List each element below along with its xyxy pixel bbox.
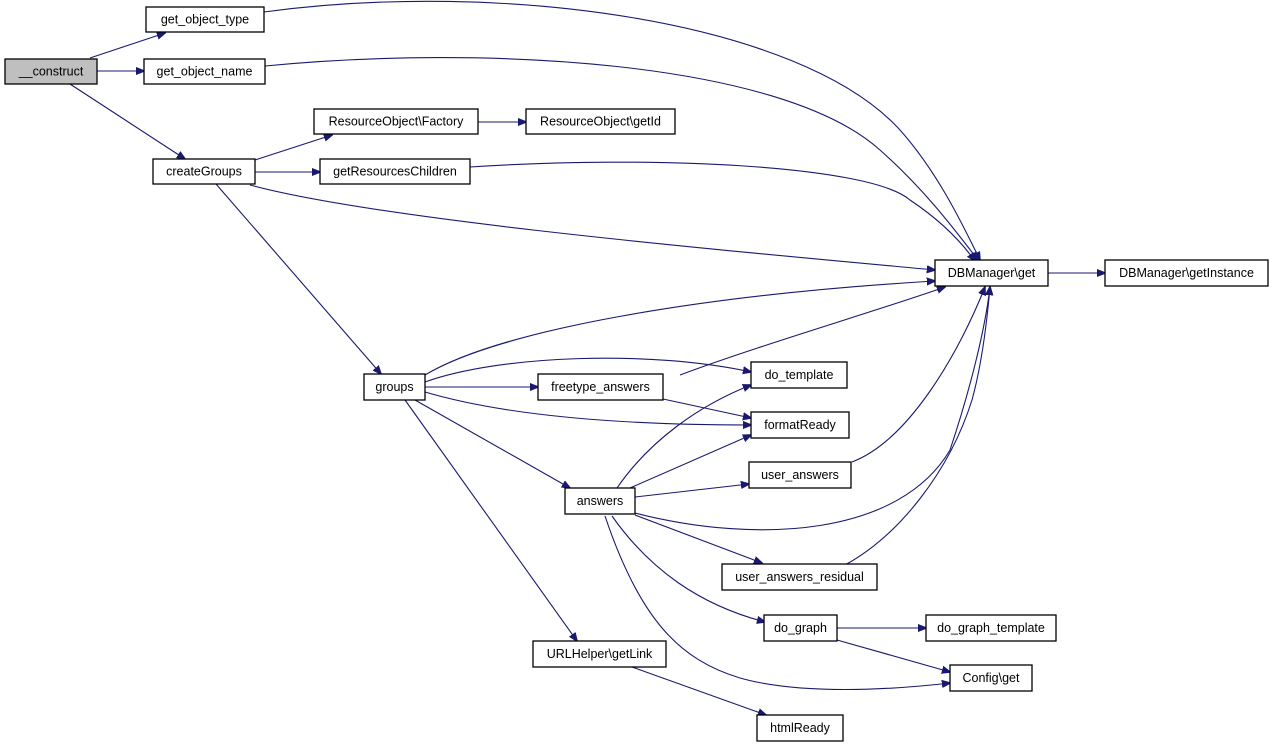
node-create-groups[interactable]: createGroups — [152, 158, 256, 185]
edge-answers-do_graph — [611, 515, 765, 622]
node-get-object-name[interactable]: get_object_name — [143, 58, 266, 85]
edge-freetype_answers-formatReady — [662, 398, 751, 418]
edge-answers-do_template — [616, 385, 751, 489]
node-answers-label: answers — [577, 494, 624, 508]
edge-user_answers_residual-dbget — [844, 287, 990, 566]
node-do-graph-label: do_graph — [774, 621, 827, 635]
node-urlhelper-getlink-label: URLHelper\getLink — [547, 647, 653, 661]
edge-freetype_answers-dbget — [679, 287, 945, 376]
node-do-template[interactable]: do_template — [750, 361, 848, 389]
node-freetype-answers[interactable]: freetype_answers — [537, 373, 664, 401]
edge-answers-user_answers_residual — [634, 514, 762, 563]
edge-createGroups-factory — [254, 135, 332, 161]
edge-createGroups-groups — [215, 183, 381, 374]
node-get-resources-children[interactable]: getResourcesChildren — [319, 158, 471, 185]
node-config-get[interactable]: Config\get — [949, 664, 1033, 692]
edge-get_object_type-dbget — [263, 0, 980, 260]
node-format-ready[interactable]: formatReady — [750, 411, 850, 439]
edge-user_answers-dbget — [851, 287, 985, 463]
node-construct[interactable]: __construct — [4, 58, 98, 85]
node-get-object-type-label: get_object_type — [161, 13, 249, 27]
node-user-answers-residual-label: user_answers_residual — [735, 570, 864, 584]
node-resourceobject-factory-label: ResourceObject\Factory — [329, 115, 465, 129]
node-dbmanager-get-label: DBManager\get — [948, 266, 1036, 280]
edge-getLink-htmlReady — [631, 666, 766, 715]
edge-construct-get_object_type — [89, 33, 165, 59]
node-html-ready[interactable]: htmlReady — [756, 714, 844, 742]
node-user-answers-residual[interactable]: user_answers_residual — [721, 563, 878, 591]
edge-answers-user_answers — [634, 484, 749, 498]
node-do-template-label: do_template — [765, 368, 834, 382]
node-format-ready-label: formatReady — [764, 418, 836, 432]
edge-answers-formatReady — [629, 435, 751, 489]
edge-groups-getLink — [404, 399, 577, 641]
edge-groups-dbget — [424, 281, 935, 376]
edge-createGroups-dbget — [249, 184, 935, 270]
edge-answers-config_get — [604, 515, 950, 691]
edge-construct-createGroups — [69, 83, 185, 159]
node-resourceobject-getid-label: ResourceObject\getId — [540, 115, 661, 129]
node-groups-label: groups — [375, 380, 413, 394]
node-get-resources-children-label: getResourcesChildren — [333, 165, 457, 179]
edge-groups-formatReady — [424, 391, 751, 425]
node-create-groups-label: createGroups — [166, 165, 242, 179]
node-dbmanager-getinstance-label: DBManager\getInstance — [1119, 266, 1254, 280]
node-do-graph-template[interactable]: do_graph_template — [925, 614, 1057, 642]
node-freetype-answers-label: freetype_answers — [551, 380, 650, 394]
node-construct-label: __construct — [18, 65, 84, 79]
node-dbmanager-get[interactable]: DBManager\get — [934, 259, 1049, 287]
node-groups[interactable]: groups — [363, 373, 426, 401]
node-user-answers[interactable]: user_answers — [748, 461, 852, 489]
node-resourceobject-factory[interactable]: ResourceObject\Factory — [313, 108, 479, 135]
edge-do_graph-config_get — [836, 639, 950, 672]
node-get-object-name-label: get_object_name — [157, 65, 253, 79]
node-html-ready-label: htmlReady — [770, 721, 830, 735]
node-get-object-type[interactable]: get_object_type — [145, 6, 265, 33]
node-do-graph-template-label: do_graph_template — [937, 621, 1045, 635]
edge-answers-dbget — [634, 287, 990, 531]
node-resourceobject-getid[interactable]: ResourceObject\getId — [525, 108, 676, 135]
node-user-answers-label: user_answers — [761, 468, 839, 482]
node-config-get-label: Config\get — [963, 671, 1021, 685]
edge-get_object_name-dbget — [264, 57, 978, 260]
edge-groups-answers — [414, 399, 570, 488]
edge-getResourcesChildren-dbget — [469, 161, 975, 261]
node-answers[interactable]: answers — [564, 487, 636, 515]
edges — [69, 0, 1105, 715]
node-do-graph[interactable]: do_graph — [763, 614, 838, 642]
node-dbmanager-getinstance[interactable]: DBManager\getInstance — [1104, 259, 1269, 287]
node-urlhelper-getlink[interactable]: URLHelper\getLink — [532, 640, 667, 668]
